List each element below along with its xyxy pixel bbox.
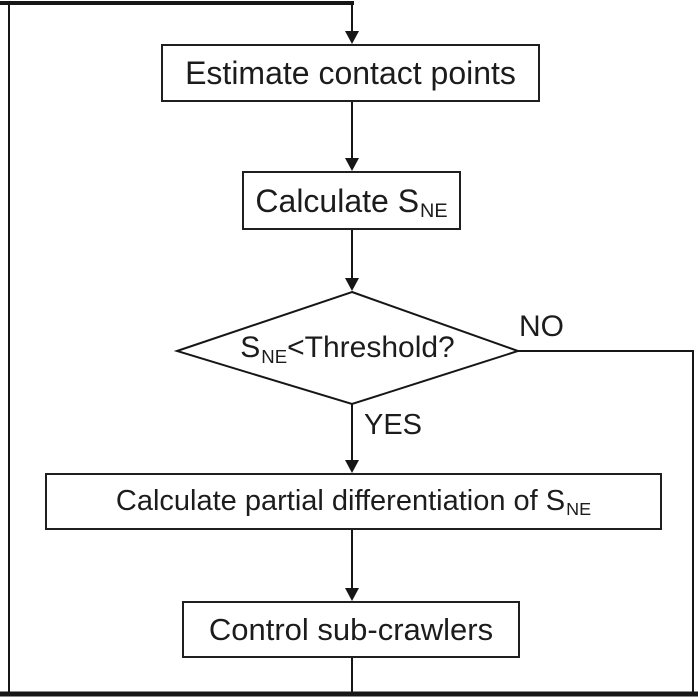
node-decision-label-suffix: <Threshold? bbox=[287, 331, 455, 364]
node-decision-label-main: S bbox=[240, 331, 261, 364]
node-decision-label: SNE<Threshold? bbox=[177, 292, 518, 404]
edge-estimate-calc-arrowhead bbox=[345, 158, 359, 171]
edge-label-yes: YES bbox=[364, 409, 423, 441]
node-calculate-sne-label: Calculate SNE bbox=[255, 182, 447, 222]
node-calculate-sne-label-main: Calculate S bbox=[255, 182, 420, 219]
node-control-sub-crawlers-label: Control sub-crawlers bbox=[208, 612, 494, 647]
edge-calc-decision-arrowhead bbox=[345, 278, 359, 291]
node-calculate-sne-label-subscript: NE bbox=[420, 200, 448, 223]
edge-partial-control-arrowhead bbox=[345, 588, 359, 601]
node-decision-label-text: SNE<Threshold? bbox=[240, 331, 455, 366]
node-estimate-contact-points-label: Estimate contact points bbox=[185, 55, 516, 91]
node-calculate-sne: Calculate SNE bbox=[242, 171, 461, 230]
node-calculate-partial-differentiation-label-main: Calculate partial differentiation of S bbox=[115, 485, 566, 517]
node-estimate-contact-points: Estimate contact points bbox=[161, 44, 540, 102]
edge-yes-arrowhead bbox=[345, 460, 359, 473]
node-decision-label-subscript: NE bbox=[261, 345, 288, 367]
node-calculate-partial-differentiation-label: Calculate partial differentiation of SNE bbox=[115, 485, 592, 520]
node-control-sub-crawlers: Control sub-crawlers bbox=[182, 601, 520, 658]
node-calculate-partial-differentiation: Calculate partial differentiation of SNE bbox=[45, 473, 662, 530]
node-calculate-partial-differentiation-label-subscript: NE bbox=[566, 499, 592, 520]
edge-no-line bbox=[518, 350, 694, 694]
edge-label-no: NO bbox=[519, 310, 564, 343]
edge-entry-arrowhead bbox=[345, 31, 359, 44]
